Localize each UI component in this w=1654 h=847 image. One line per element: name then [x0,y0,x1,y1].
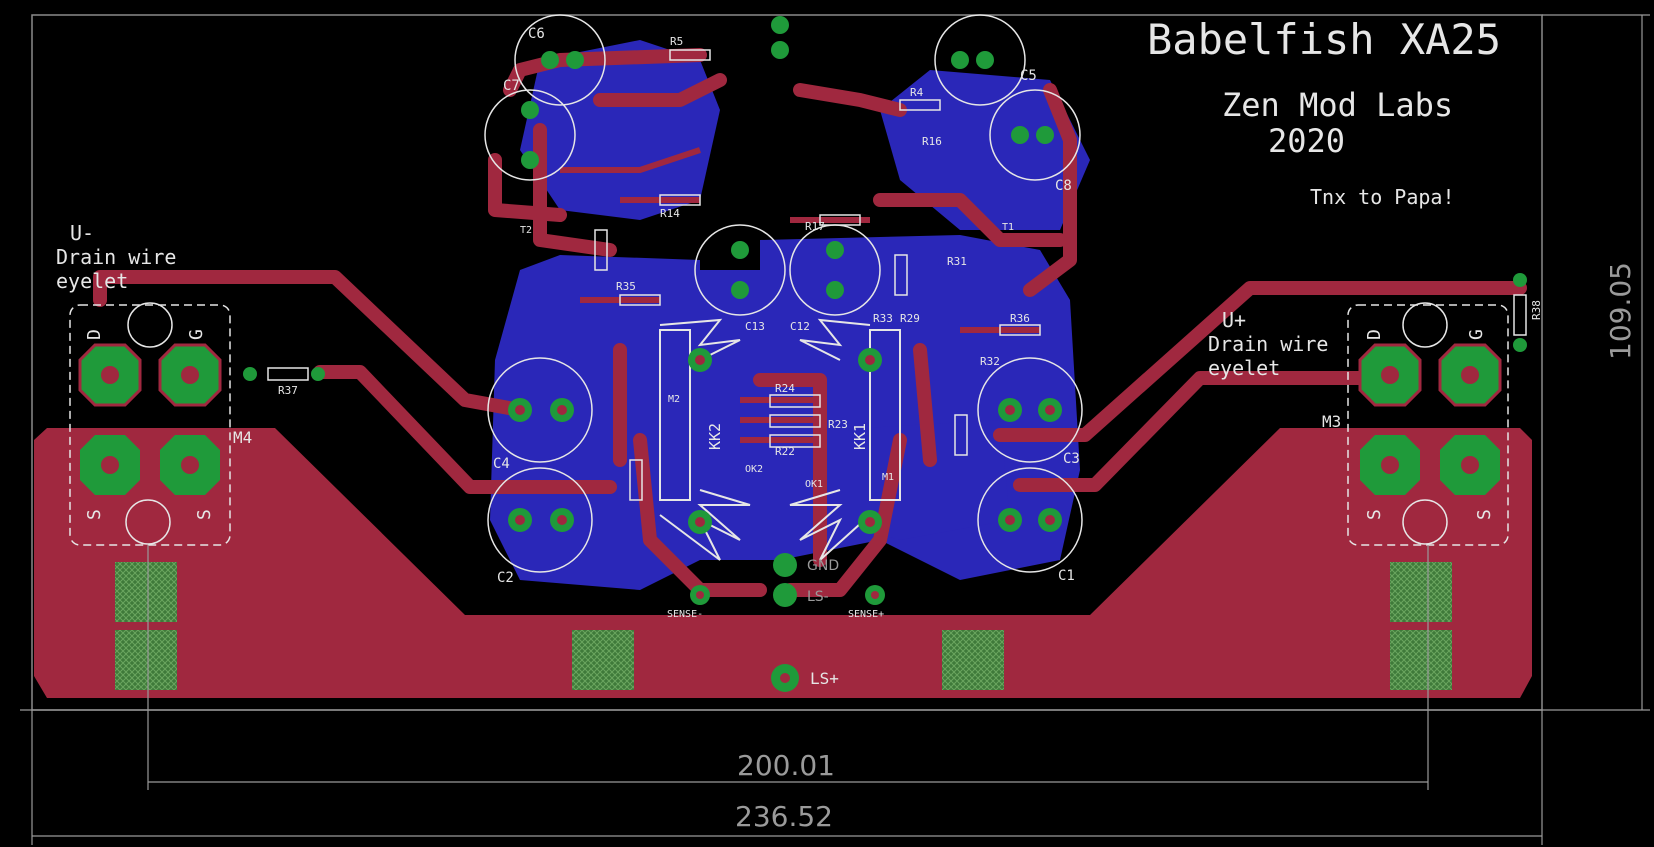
left-gate-pin-label: G [186,329,207,340]
ls-plus-label: LS+ [810,669,839,688]
right-source-pin-label-2: S [1474,509,1495,520]
part-label-r38: R38 [1530,300,1543,320]
part-label-ok1: T1 [1002,222,1014,233]
sense-left-label: SENSE- [667,609,703,620]
right-mosfet-label: M3 [1322,412,1341,431]
left-drain-pin-label: D [84,329,105,340]
capacitor-outlines [125,14,1448,573]
right-drain-line2: Drain wire [1208,332,1328,356]
left-mosfet-label: M4 [233,428,252,447]
cap-label-c4: C4 [493,456,510,472]
right-drain-pin-label: D [1364,329,1385,340]
dimension-outer-width: 236.52 [735,800,833,833]
right-gate-pin-label: G [1466,329,1487,340]
cap-label-c7: C7 [503,78,520,94]
right-drain-line3: eyelet [1208,356,1280,380]
part-label-r35: R36 [1010,312,1030,325]
part-label-r15: R16 [922,135,942,148]
heatsink-outlines [659,318,901,561]
part-label-m2: M2 [668,394,680,405]
part-label-r30: R32 [980,355,1000,368]
part-label-r24: R24 [775,382,795,395]
part-label-r33: R35 [616,280,636,293]
right-heatsink-label: KK1 [851,423,869,450]
part-label-r29: R31 [947,255,967,268]
credit-text: Tnx to Papa! [1310,185,1455,209]
part-label-r37: R37 [278,384,298,397]
bottom-copper-layer [490,40,1090,590]
part-label-ok2: T2 [520,225,532,236]
resistor-bodies [267,49,1527,501]
cap-label-c5: C5 [1020,68,1037,84]
dimension-height: 109.05 [1604,262,1637,360]
part-label-zd2: OK2 [745,464,763,475]
left-heatsink-label: KK2 [706,423,724,450]
board-title: Babelfish XA25 [1147,15,1501,64]
part-label-m1: M1 [882,472,894,483]
part-label-r5: R5 [670,35,683,48]
part-label-r17: R17 [805,220,825,233]
board-year: 2020 [1268,122,1345,160]
cap-label-c2: C2 [497,570,514,586]
right-source-pin-label-1: S [1364,509,1385,520]
part-label-r23: R23 [828,418,848,431]
part-label-r22: R22 [775,445,795,458]
left-source-pin-label-2: S [194,509,215,520]
left-source-pin-label-1: S [84,509,105,520]
mosfet-pad-holes [101,366,1479,474]
right-drain-line1: U+ [1222,308,1246,332]
dimension-inner-width: 200.01 [737,749,835,782]
thermal-pads [115,562,1452,690]
part-label-r31: R33 [873,312,893,325]
left-drain-line1: U- [70,221,94,245]
cap-label-c1: C1 [1058,568,1075,584]
top-copper-traces [93,48,1527,597]
cap-label-c8: C8 [1055,178,1072,194]
sense-right-label: SENSE+ [848,609,884,620]
maker-name: Zen Mod Labs [1222,86,1453,124]
dimension-lines [20,14,1650,845]
left-drain-line2: Drain wire [56,245,176,269]
ls-minus-label: LS- [807,589,829,605]
cap-label-c6: C6 [528,26,545,42]
left-drain-line3: eyelet [56,269,128,293]
component-pads [243,16,1527,692]
component-pad-holes [515,355,1055,683]
cap-label-c3: C3 [1063,451,1080,467]
part-label-r13: R14 [660,207,680,220]
cap-label-c13: C13 [745,320,765,333]
part-label-r4: R4 [910,86,924,99]
cap-label-c12: C12 [790,320,810,333]
part-label-zd1: OK1 [805,479,823,490]
part-label-r26: R29 [900,312,920,325]
gnd-connector-label: GND [807,558,839,574]
top-copper-pour [34,428,1532,698]
